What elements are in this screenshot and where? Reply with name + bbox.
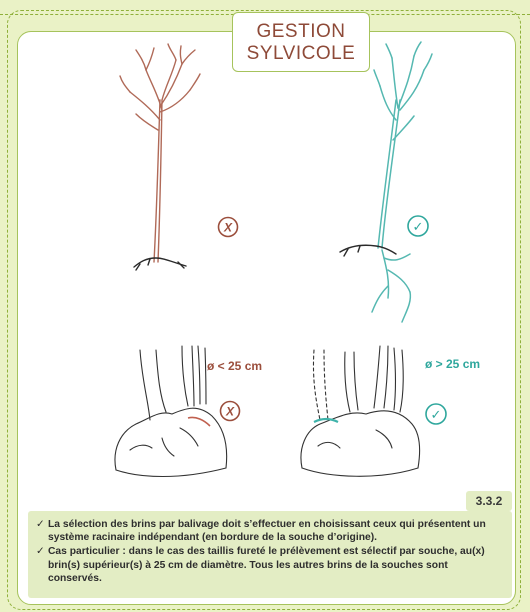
tree-correct-ground (340, 245, 396, 256)
tree-incorrect-roots (134, 258, 186, 270)
x-mark-bottom: X (221, 402, 240, 421)
instructions-box: ✓ La sélection des brins par balivage do… (28, 511, 512, 598)
x-mark-top-label: X (223, 221, 233, 235)
instruction-text: La sélection des brins par balivage doit… (48, 519, 486, 543)
tree-incorrect-illustration (120, 44, 200, 262)
x-mark-bottom-label: X (225, 405, 235, 419)
check-icon: ✓ (36, 545, 45, 558)
x-mark-top: X (219, 218, 238, 237)
check-mark-top-label: ✓ (413, 220, 424, 235)
instruction-item: ✓ La sélection des brins par balivage do… (36, 518, 504, 544)
stump-correct-illustration (301, 346, 420, 476)
check-mark-top: ✓ (408, 216, 428, 236)
tree-correct-illustration (372, 42, 432, 322)
instruction-text: Cas particulier : dans le cas des tailli… (48, 546, 485, 583)
check-mark-bottom-label: ✓ (431, 408, 442, 423)
instruction-item: ✓ Cas particulier : dans le cas des tail… (36, 545, 504, 585)
diameter-small-label: ø < 25 cm (207, 359, 262, 373)
check-icon: ✓ (36, 518, 45, 531)
section-ref-badge: 3.3.2 (466, 491, 512, 511)
diameter-large-label: ø > 25 cm (425, 357, 480, 371)
cut-mark-incorrect (188, 417, 210, 426)
check-mark-bottom: ✓ (426, 404, 446, 424)
